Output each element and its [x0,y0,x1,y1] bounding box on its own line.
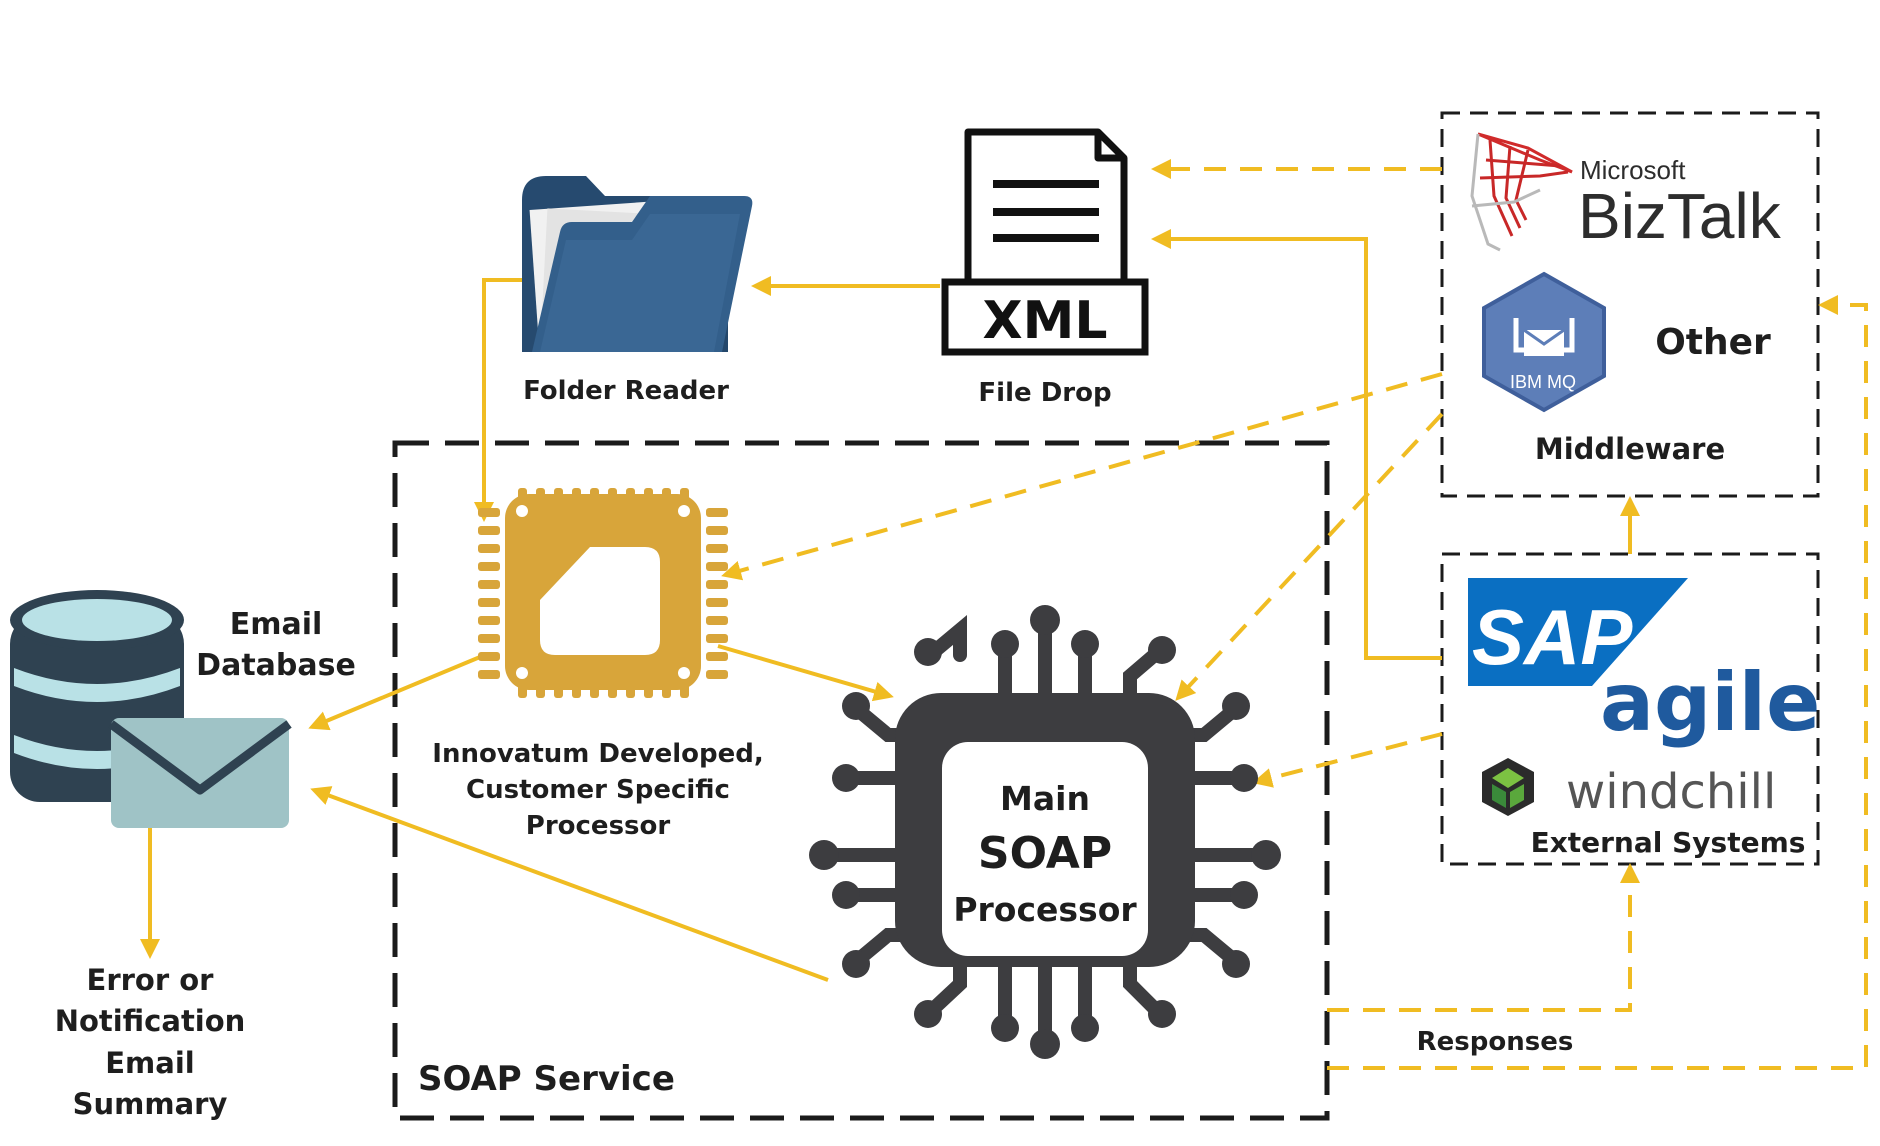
xml-file-icon: XML [941,128,1149,356]
arrow-external-to-main-processor [1252,732,1443,788]
connectors [140,159,1868,1070]
main-processor-label-line1: Main [1000,779,1090,818]
folder-icon [522,176,753,352]
arrow-custom-processor-to-email [308,655,481,731]
middleware-label: Middleware [1535,432,1725,466]
envelope-icon [108,718,292,828]
file-drop-label: File Drop [978,378,1111,408]
email-database-label-line2: Database [196,648,356,683]
middleware-other-label: Other [1655,322,1771,363]
arrow-responses-to-middleware [1327,295,1868,1070]
arrow-folder-to-custom-processor [474,278,525,522]
arrow-main-processor-to-email [310,786,829,982]
error-summary-label-line3: Email [105,1046,194,1080]
main-processor-label-line2: SOAP [978,828,1112,879]
biztalk-logo-icon [1470,132,1573,252]
error-summary-label-line4: Summary [73,1087,228,1121]
sap-logo-icon: SAP [1468,578,1688,686]
error-summary-label-line2: Notification [55,1004,246,1038]
main-processor-label-line3: Processor [953,890,1137,929]
main-processor-core [942,742,1148,956]
biztalk-wordmark: BizTalk [1578,180,1782,252]
custom-processor-label-line2: Customer Specific [466,775,730,805]
arrow-middleware-to-main-processor [1175,412,1444,701]
arrow-custom-to-main-processor [717,644,894,702]
external-systems-label: External Systems [1531,826,1806,859]
custom-processor-label-line3: Processor [526,811,671,841]
microsoft-wordmark: Microsoft [1580,155,1686,185]
sap-wordmark: SAP [1472,593,1633,681]
windchill-wordmark: windchill [1566,764,1776,820]
arrow-responses-to-external [1327,863,1640,1012]
arrow-middleware-to-custom-processor [721,372,1443,581]
ibm-mq-wordmark: IBM MQ [1510,372,1576,392]
arrow-sap-to-filedrop [1151,229,1442,660]
error-summary-label-line1: Error or [87,963,215,997]
agile-wordmark: agile [1600,656,1820,749]
responses-label: Responses [1417,1027,1574,1057]
soap-service-label: SOAP Service [418,1059,675,1099]
ibm-mq-logo-icon: IBM MQ [1482,271,1606,413]
email-database-label-line1: Email [230,607,323,642]
custom-processor-chip-icon [478,488,728,698]
windchill-logo-icon [1482,758,1534,816]
custom-processor-label-line1: Innovatum Developed, [432,739,763,769]
folder-reader-label: Folder Reader [523,376,729,406]
soap-service-boundary [392,440,1330,1121]
xml-badge-label: XML [983,291,1108,351]
